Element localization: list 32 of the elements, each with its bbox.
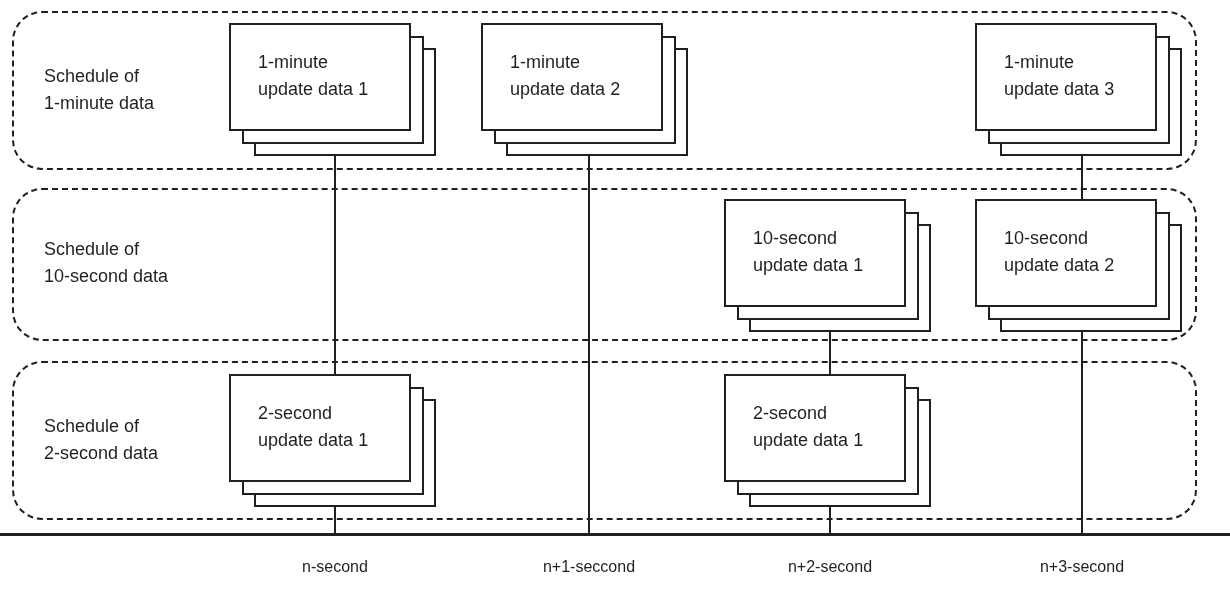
document-stack <box>975 23 1182 156</box>
document-stack <box>724 199 931 332</box>
schedule-band <box>12 188 1197 341</box>
document-label: 10-second update data 1 <box>753 227 865 277</box>
connector-line <box>588 155 590 534</box>
time-label: n+2-second <box>787 558 873 576</box>
document-stack <box>229 374 436 507</box>
connector-line <box>829 506 831 534</box>
band-heading: Schedule of 2-second data <box>44 415 160 465</box>
document-label: 1-minute update data 2 <box>510 51 622 101</box>
connector-line <box>1081 155 1083 200</box>
schedule-band <box>12 361 1197 520</box>
document-label: 10-second update data 2 <box>1004 227 1116 277</box>
document-label: 2-second update data 1 <box>258 402 370 452</box>
schedule-band <box>12 11 1197 170</box>
document-stack <box>481 23 688 156</box>
band-heading: Schedule of 10-second data <box>44 238 170 288</box>
document-label: 1-minute update data 1 <box>258 51 370 101</box>
connector-line <box>334 506 336 534</box>
document-stack <box>229 23 436 156</box>
document-stack <box>975 199 1182 332</box>
document-label: 2-second update data 1 <box>753 402 865 452</box>
time-label: n+3-second <box>1039 558 1125 576</box>
connector-line <box>1081 331 1083 534</box>
time-label: n-second <box>302 558 368 576</box>
document-stack <box>724 374 931 507</box>
connector-line <box>334 155 336 375</box>
document-label: 1-minute update data 3 <box>1004 51 1116 101</box>
band-heading: Schedule of 1-minute data <box>44 65 156 115</box>
time-label: n+1-seccond <box>542 558 636 576</box>
timeline-axis <box>0 533 1230 536</box>
connector-line <box>829 331 831 375</box>
